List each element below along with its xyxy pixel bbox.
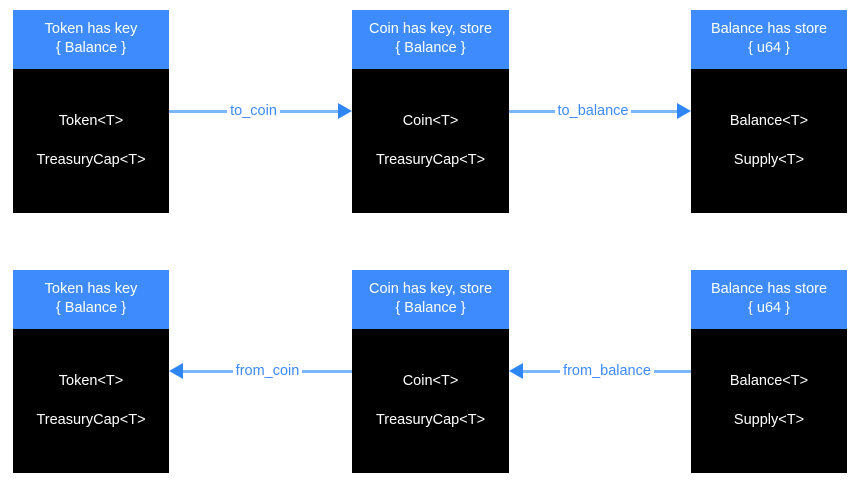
edge-label: to_coin bbox=[227, 102, 280, 120]
edge-line bbox=[302, 369, 353, 373]
node-coin-top[interactable]: Coin has key, store { Balance } Coin<T> … bbox=[352, 10, 509, 213]
arrow-left-icon bbox=[509, 363, 523, 379]
edge-line bbox=[169, 109, 228, 113]
arrow-right-icon bbox=[338, 103, 353, 119]
node-body-line: Supply<T> bbox=[733, 152, 805, 168]
edge-line bbox=[523, 369, 561, 373]
node-body-line: TreasuryCap<T> bbox=[375, 412, 486, 428]
node-body-line: Coin<T> bbox=[402, 113, 459, 129]
node-body-line: Balance<T> bbox=[729, 113, 809, 129]
edge-line bbox=[279, 109, 339, 113]
node-body-line: TreasuryCap<T> bbox=[36, 152, 146, 168]
node-header: Coin has key, store { Balance } bbox=[352, 270, 509, 329]
node-header: Balance has store { u64 } bbox=[691, 10, 847, 69]
edge-from-balance: from_balance bbox=[509, 358, 692, 384]
node-body: Balance<T> Supply<T> bbox=[691, 69, 847, 213]
edge-from-coin: from_coin bbox=[169, 358, 353, 384]
node-body-line: Supply<T> bbox=[733, 412, 805, 428]
edge-label: to_balance bbox=[554, 102, 632, 120]
node-body: Coin<T> TreasuryCap<T> bbox=[352, 329, 509, 473]
node-balance-bottom[interactable]: Balance has store { u64 } Balance<T> Sup… bbox=[691, 270, 847, 473]
node-body: Balance<T> Supply<T> bbox=[691, 329, 847, 473]
node-body-line: Token<T> bbox=[58, 373, 124, 389]
node-body: Coin<T> TreasuryCap<T> bbox=[352, 69, 509, 213]
node-token-bottom[interactable]: Token has key { Balance } Token<T> Treas… bbox=[13, 270, 169, 473]
edge-line bbox=[631, 109, 678, 113]
node-body: Token<T> TreasuryCap<T> bbox=[13, 69, 169, 213]
node-coin-bottom[interactable]: Coin has key, store { Balance } Coin<T> … bbox=[352, 270, 509, 473]
node-balance-top[interactable]: Balance has store { u64 } Balance<T> Sup… bbox=[691, 10, 847, 213]
node-body-line: Balance<T> bbox=[729, 373, 809, 389]
node-header: Token has key { Balance } bbox=[13, 10, 169, 69]
node-body: Token<T> TreasuryCap<T> bbox=[13, 329, 169, 473]
arrow-left-icon bbox=[169, 363, 183, 379]
node-body-line: TreasuryCap<T> bbox=[36, 412, 146, 428]
edge-to-balance: to_balance bbox=[509, 98, 692, 124]
edge-line bbox=[183, 369, 233, 373]
node-body-line: Coin<T> bbox=[402, 373, 459, 389]
edge-label: from_coin bbox=[232, 362, 303, 380]
edge-line bbox=[653, 369, 692, 373]
node-body-line: TreasuryCap<T> bbox=[375, 152, 486, 168]
edge-line bbox=[509, 109, 555, 113]
arrow-right-icon bbox=[677, 103, 692, 119]
node-token-top[interactable]: Token has key { Balance } Token<T> Treas… bbox=[13, 10, 169, 213]
node-body-line: Token<T> bbox=[58, 113, 124, 129]
node-header: Token has key { Balance } bbox=[13, 270, 169, 329]
edge-label: from_balance bbox=[560, 362, 654, 380]
node-header: Coin has key, store { Balance } bbox=[352, 10, 509, 69]
node-header: Balance has store { u64 } bbox=[691, 270, 847, 329]
edge-to-coin: to_coin bbox=[169, 98, 353, 124]
